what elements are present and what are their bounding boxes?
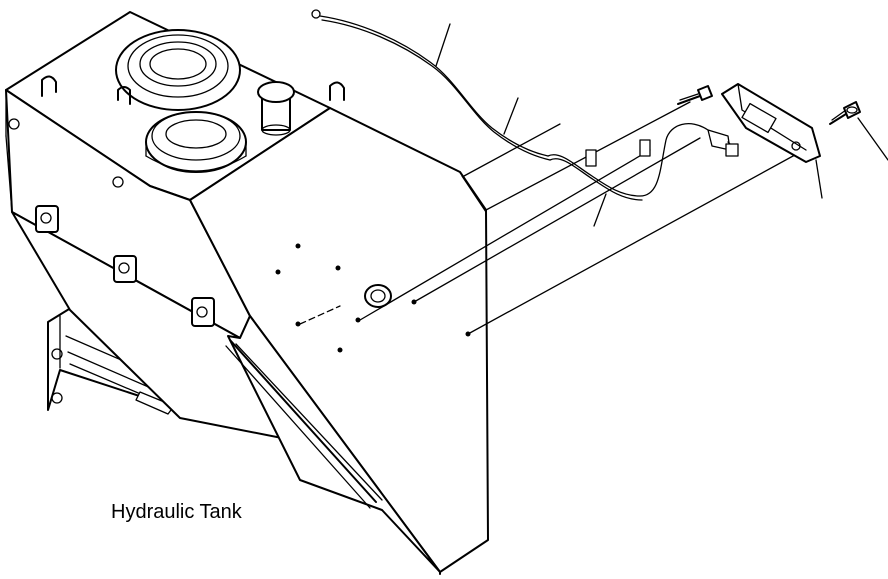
sensor-wire [311,9,739,201]
mounting-pad [191,297,215,327]
bolt-right [829,101,861,125]
tank-body [5,11,489,575]
mounting-pad [35,205,59,233]
sensor-bracket [721,83,821,163]
level-gauge [364,284,392,308]
diagram-caption: Hydraulic Tank [111,501,242,523]
lifting-hooks [41,75,345,105]
bolt-left [677,85,713,105]
filler-cap-large [115,29,241,111]
cover-bolt-holes [275,243,471,353]
side-plug [112,176,124,188]
assembly-lines [299,101,805,335]
leader-lines [435,23,888,227]
mounting-pad [113,255,137,283]
breather-cap [257,81,295,136]
strainer-flange [145,111,247,173]
